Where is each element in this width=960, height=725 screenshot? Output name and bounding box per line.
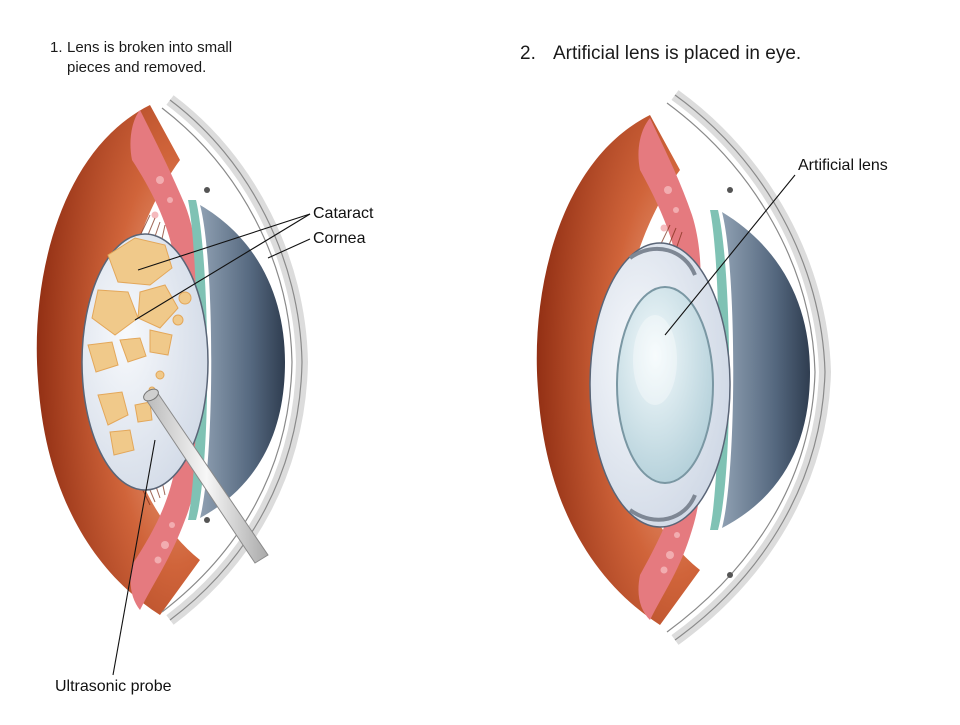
leader-cornea <box>267 238 311 259</box>
eye-wall <box>536 115 700 625</box>
label-cornea: Cornea <box>313 230 366 247</box>
eye-illustration-artificial-lens <box>536 90 832 645</box>
anterior-chamber <box>722 212 810 528</box>
lens-haptic-upper <box>628 247 697 276</box>
label-ultrasonic-probe: Ultrasonic probe <box>55 678 172 695</box>
step-number-1: 1. <box>50 39 63 56</box>
leader-cataract-2 <box>134 213 311 321</box>
anterior-chamber <box>200 205 285 518</box>
lens-haptic-lower <box>628 494 697 522</box>
artificial-lens-optic <box>616 286 714 484</box>
eye-wall <box>36 105 201 615</box>
cataract-fragments <box>87 237 192 456</box>
ultrasonic-probe-tool <box>143 388 269 564</box>
leader-probe <box>112 439 156 676</box>
iris-upper <box>130 110 197 290</box>
caption-step-1: 1.Lens is broken into small pieces and r… <box>50 38 310 78</box>
iris-lower <box>130 440 197 610</box>
caption-line-2: pieces and removed. <box>67 59 207 76</box>
leader-cataract-1 <box>137 213 311 271</box>
caption-step-2: 2. Artificial lens is placed in eye. <box>520 42 801 66</box>
panel-lens-removal: 1.Lens is broken into small pieces and r… <box>36 38 374 695</box>
label-cataract: Cataract <box>313 205 374 222</box>
leader-artificial-lens <box>664 174 796 336</box>
step-number-2: 2. <box>520 43 536 64</box>
caption-line-1: Lens is broken into small <box>67 39 233 56</box>
caption-text-2: Artificial lens is placed in eye. <box>553 43 802 64</box>
label-artificial-lens: Artificial lens <box>798 157 888 174</box>
panel-lens-implant: 2. Artificial lens is placed in eye. Arti… <box>480 0 960 725</box>
eye-illustration-cataract <box>36 95 311 676</box>
